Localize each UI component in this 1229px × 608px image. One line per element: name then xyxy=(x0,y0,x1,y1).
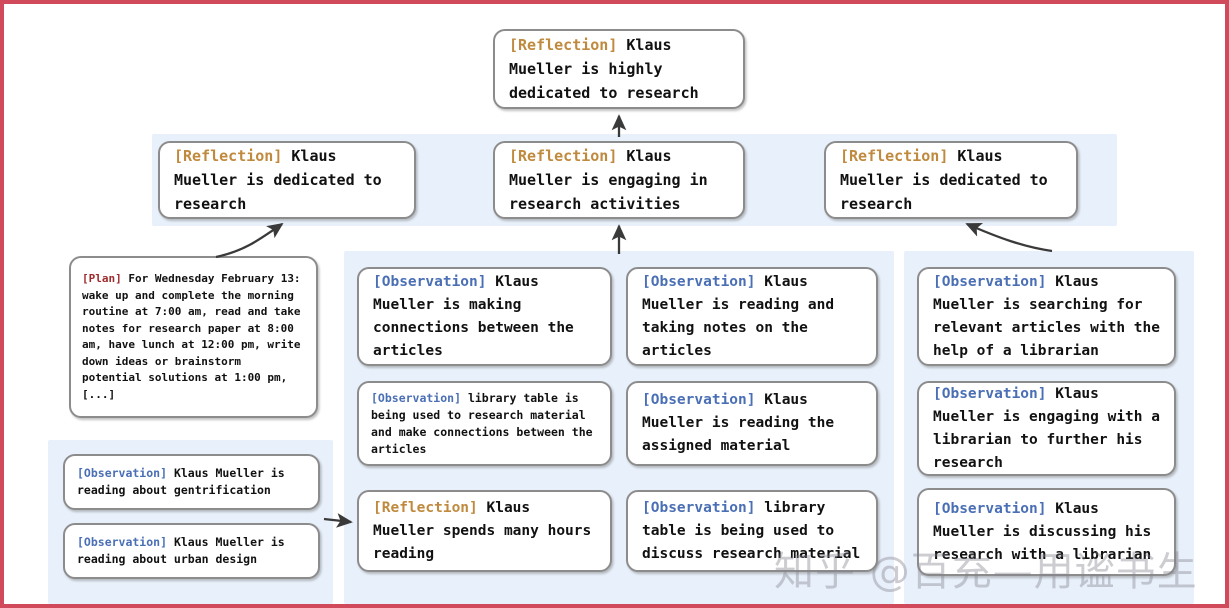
node-obs-gentrification-body: Klaus Mueller is reading about gentrific… xyxy=(77,466,292,497)
node-reflection-left[interactable]: [Reflection] Klaus Mueller is dedicated … xyxy=(158,141,416,219)
node-obs-library-table-connections-text: [Observation] library table is being use… xyxy=(371,390,598,458)
node-obs-connections-text: [Observation] Klaus Mueller is making co… xyxy=(373,271,596,363)
node-reflection-middle-text: [Reflection] Klaus Mueller is engaging i… xyxy=(509,144,729,216)
tag-reflection: [Reflection] xyxy=(174,147,283,165)
node-obs-assigned-material-body: Klaus Mueller is reading the assigned ma… xyxy=(642,392,843,454)
node-obs-library-table-connections-body: library table is being used to research … xyxy=(371,390,600,456)
tag-observation: [Observation] xyxy=(373,273,487,290)
node-obs-searching-articles[interactable]: [Observation] Klaus Mueller is searching… xyxy=(917,267,1176,366)
node-plan[interactable]: [Plan] For Wednesday February 13: wake u… xyxy=(69,256,318,418)
tag-observation: [Observation] xyxy=(933,273,1047,290)
node-obs-library-table-discuss[interactable]: [Observation] library table is being use… xyxy=(626,490,878,572)
tag-observation: [Observation] xyxy=(371,390,462,405)
tag-reflection: [Reflection] xyxy=(509,36,618,54)
tag-observation: [Observation] xyxy=(642,392,756,408)
node-plan-text: [Plan] For Wednesday February 13: wake u… xyxy=(82,271,305,403)
node-obs-discussing-research[interactable]: [Observation] Klaus Mueller is discussin… xyxy=(917,488,1176,576)
node-obs-taking-notes[interactable]: [Observation] Klaus Mueller is reading a… xyxy=(626,267,878,366)
node-reflection-left-text: [Reflection] Klaus Mueller is dedicated … xyxy=(174,144,400,216)
node-obs-urban-design[interactable]: [Observation] Klaus Mueller is reading a… xyxy=(63,523,320,579)
tag-observation: [Observation] xyxy=(933,385,1047,402)
tag-plan: [Plan] xyxy=(82,272,122,285)
node-reflection-right-text: [Reflection] Klaus Mueller is dedicated … xyxy=(840,144,1062,216)
node-plan-body: For Wednesday February 13: wake up and c… xyxy=(82,272,308,401)
node-obs-engaging-librarian[interactable]: [Observation] Klaus Mueller is engaging … xyxy=(917,381,1176,476)
tag-reflection: [Reflection] xyxy=(840,147,949,165)
node-reflection-right[interactable]: [Reflection] Klaus Mueller is dedicated … xyxy=(824,141,1078,219)
node-reflection-many-hours[interactable]: [Reflection] Klaus Mueller spends many h… xyxy=(357,490,612,572)
node-obs-library-table-discuss-text: [Observation] library table is being use… xyxy=(642,497,862,566)
node-obs-gentrification-text: [Observation] Klaus Mueller is reading a… xyxy=(77,465,306,499)
node-obs-engaging-librarian-text: [Observation] Klaus Mueller is engaging … xyxy=(933,383,1160,475)
node-obs-taking-notes-text: [Observation] Klaus Mueller is reading a… xyxy=(642,271,862,363)
tag-observation: [Observation] xyxy=(933,500,1047,517)
tag-reflection: [Reflection] xyxy=(509,147,618,165)
node-obs-assigned-material[interactable]: [Observation] Klaus Mueller is reading t… xyxy=(626,381,878,466)
node-reflection-left-body: Klaus Mueller is dedicated to research xyxy=(174,147,391,213)
node-obs-urban-design-body: Klaus Mueller is reading about urban des… xyxy=(77,535,292,566)
tag-observation: [Observation] xyxy=(642,273,756,290)
node-reflection-right-body: Klaus Mueller is dedicated to research xyxy=(840,147,1057,213)
node-obs-engaging-librarian-body: Klaus Mueller is engaging with a librari… xyxy=(933,385,1169,471)
node-obs-library-table-discuss-body: library table is being used to discuss r… xyxy=(642,499,861,562)
node-obs-taking-notes-body: Klaus Mueller is reading and taking note… xyxy=(642,273,843,359)
node-obs-discussing-research-body: Klaus Mueller is discussing his research… xyxy=(933,500,1160,563)
node-obs-connections-body: Klaus Mueller is making connections betw… xyxy=(373,273,583,359)
node-root-reflection-body: Klaus Mueller is highly dedicated to res… xyxy=(509,36,699,102)
tag-observation: [Observation] xyxy=(77,466,168,480)
node-obs-gentrification[interactable]: [Observation] Klaus Mueller is reading a… xyxy=(63,454,320,510)
node-root-reflection[interactable]: [Reflection] Klaus Mueller is highly ded… xyxy=(493,29,745,109)
node-reflection-many-hours-body: Klaus Mueller spends many hours reading xyxy=(373,499,600,562)
node-obs-library-table-connections[interactable]: [Observation] library table is being use… xyxy=(357,381,612,466)
arrow-observations-to-reflection-right xyxy=(965,222,1053,253)
tag-observation: [Observation] xyxy=(642,499,756,516)
tag-reflection: [Reflection] xyxy=(373,499,478,516)
diagram-canvas: [Reflection] Klaus Mueller is highly ded… xyxy=(4,4,1225,604)
node-obs-connections[interactable]: [Observation] Klaus Mueller is making co… xyxy=(357,267,612,366)
node-obs-discussing-research-text: [Observation] Klaus Mueller is discussin… xyxy=(933,498,1160,567)
arrow-plan-to-reflection-left xyxy=(215,222,284,259)
node-reflection-middle-body: Klaus Mueller is engaging in research ac… xyxy=(509,147,717,213)
tag-observation: [Observation] xyxy=(77,535,168,549)
node-obs-searching-articles-text: [Observation] Klaus Mueller is searching… xyxy=(933,271,1160,363)
node-root-reflection-text: [Reflection] Klaus Mueller is highly ded… xyxy=(509,33,729,105)
node-reflection-middle[interactable]: [Reflection] Klaus Mueller is engaging i… xyxy=(493,141,745,219)
node-obs-assigned-material-text: [Observation] Klaus Mueller is reading t… xyxy=(642,389,862,458)
node-reflection-many-hours-text: [Reflection] Klaus Mueller spends many h… xyxy=(373,497,596,566)
node-obs-urban-design-text: [Observation] Klaus Mueller is reading a… xyxy=(77,534,306,568)
node-obs-searching-articles-body: Klaus Mueller is searching for relevant … xyxy=(933,273,1169,359)
